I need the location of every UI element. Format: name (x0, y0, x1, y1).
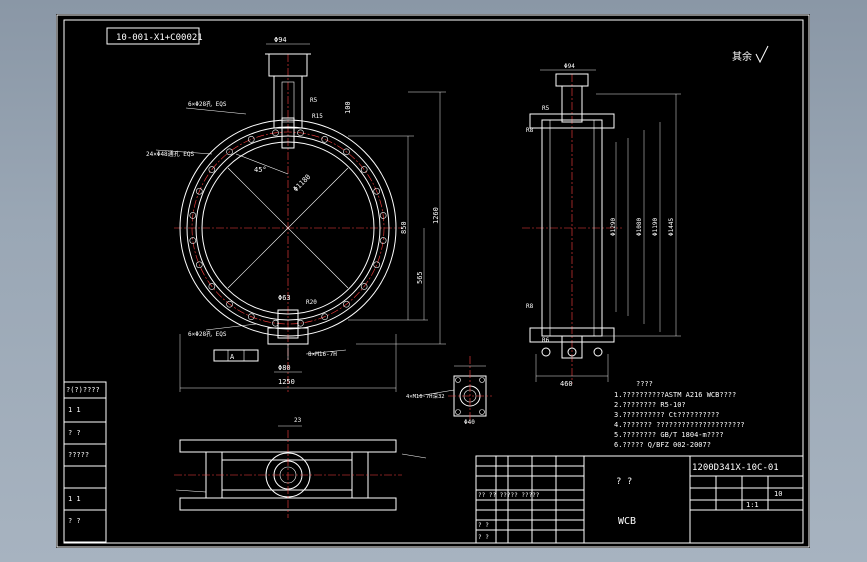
dim-h1: 850 (400, 221, 408, 234)
label-bolts: 8×M16-7H (308, 351, 337, 358)
side-dim-1: Φ1290 (610, 218, 617, 236)
side-r-2: R8 (526, 127, 534, 134)
technical-notes: ???? 1.??????????ASTM A216 WCB???? 2.???… (614, 380, 745, 449)
note-5: 5.???????? GB/T 1804-m???? (614, 431, 724, 439)
material: WCB (618, 516, 636, 527)
dim-stem-a: Φ94 (274, 36, 287, 44)
dim-flange-pcd: Φ1180 (292, 173, 313, 194)
drawing-number: 1200D341X-10C-01 (692, 463, 779, 473)
inner-frame (63, 19, 804, 544)
detail-view (417, 356, 492, 424)
title-block: ?? ?? ????? ????? ? ? ? ? ? ? WCB 1200D3… (475, 455, 804, 544)
bolt-hole (379, 212, 387, 219)
label-holes: 6×Φ28孔 EQS (188, 100, 227, 108)
bottom-dim: 23 (294, 417, 302, 424)
bolt-hole (321, 136, 329, 143)
note-6: 6.????? Q/BFZ 002-2007? (614, 441, 711, 449)
bolt-hole (373, 187, 380, 195)
left-block-5: ? ? (68, 517, 81, 525)
side-dim-3: Φ1190 (652, 218, 659, 236)
drawing-sheet: 10-001-X1+C00021 其余 (56, 14, 810, 548)
dim-h2: 565 (416, 271, 424, 284)
detail-label: 4×M16-7H深32 (406, 392, 445, 400)
r-label-2: R15 (312, 113, 323, 120)
drawing-code-box (106, 27, 200, 45)
side-width: 460 (560, 380, 573, 388)
bolt-hole (343, 148, 350, 156)
note-2: 2.???????? R5-10? (614, 401, 686, 409)
label-holes-3: 6×Φ28孔 EQS (188, 330, 227, 338)
title-row-2: ? ? (478, 522, 489, 529)
front-view (155, 43, 446, 392)
dim-width: 1250 (278, 378, 295, 386)
bolt-hole (343, 300, 350, 308)
section-label: A (230, 353, 235, 361)
left-block-2: ? ? (68, 429, 81, 437)
note-3: 3.?????????? Ct?????????? (614, 411, 719, 419)
r-label-1: R5 (310, 97, 318, 104)
bolt-hole (196, 187, 203, 195)
cad-drawing: 10-001-X1+C00021 其余 (56, 14, 810, 548)
outer-frame (56, 14, 810, 548)
roughness-icon (755, 45, 769, 64)
part-name: ? ? (616, 477, 632, 487)
label-holes-2: 24×Φ48通孔 EQS (146, 150, 195, 158)
bolt-hole (360, 166, 368, 173)
note-4: 4.??????? ????????????????????? (614, 421, 745, 429)
side-r-4: R6 (542, 337, 550, 344)
bolt-hole (379, 237, 387, 244)
detail-dim: Φ40 (464, 419, 475, 426)
side-dim-4: Φ1445 (668, 218, 675, 236)
bolt-hole (373, 261, 380, 269)
bolt-hole (297, 129, 304, 137)
title-row-3: ? ? (478, 534, 489, 541)
side-view (522, 69, 681, 384)
left-block-1: 1 1 (68, 406, 81, 414)
drawing-code: 10-001-X1+C00021 (116, 33, 203, 43)
bolt-hole (272, 129, 279, 137)
dim-stem-c: Φ80 (278, 364, 291, 372)
bolt-hole (247, 136, 255, 143)
bolt-hole (360, 283, 368, 290)
side-top-dim: Φ94 (564, 63, 575, 70)
left-block: ?(?)???? 1 1 ? ? ????? 1 1 ? ? (63, 381, 107, 543)
side-dim-2: Φ1080 (636, 218, 643, 236)
left-block-3: ????? (68, 451, 89, 459)
bolt-hole (189, 237, 197, 244)
title-row-1: ?? ?? ????? ????? (478, 492, 540, 499)
bolt-hole (321, 313, 329, 320)
side-r-1: R5 (542, 105, 550, 112)
left-block-4: 1 1 (68, 495, 81, 503)
bolt-hole (208, 283, 216, 290)
scale: 1:1 (746, 501, 759, 509)
dim-angle: 45° (254, 166, 267, 174)
note-0: ???? (636, 380, 653, 388)
dim-stem-b: Φ63 (278, 294, 291, 302)
dim-height-total: 1260 (432, 207, 440, 224)
left-block-0: ?(?)???? (66, 386, 100, 394)
roughness-note: 其余 (732, 50, 752, 63)
bolt-hole (226, 300, 233, 308)
bolt-hole (196, 261, 203, 269)
bolt-hole (226, 148, 233, 156)
bolt-hole (208, 166, 216, 173)
bottom-view (174, 425, 427, 518)
r-label-3: R20 (306, 299, 317, 306)
sheet: 10 (774, 490, 782, 498)
bolt-holes (189, 129, 387, 327)
bolt-hole (189, 212, 197, 219)
note-1: 1.??????????ASTM A216 WCB???? (614, 391, 736, 399)
side-r-3: R8 (526, 303, 534, 310)
dim-h3: 100 (344, 101, 352, 114)
bolt-hole (247, 313, 255, 320)
